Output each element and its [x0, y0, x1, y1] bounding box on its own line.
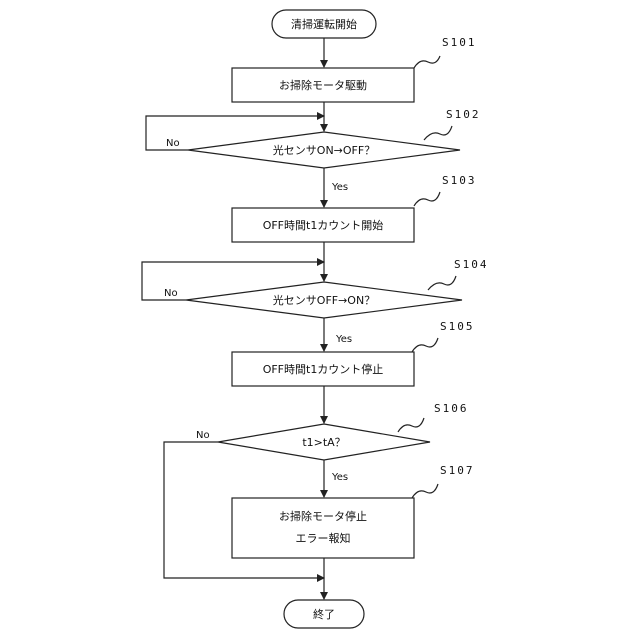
s105-leader	[412, 338, 438, 352]
process-s107	[232, 498, 414, 558]
s101-leader	[414, 56, 440, 68]
s107-leader	[412, 484, 438, 498]
s102-no-label: No	[166, 138, 180, 149]
s105-text: OFF時間t1カウント停止	[263, 362, 384, 376]
s102-leader	[424, 126, 452, 140]
s101-text: お掃除モータ駆動	[279, 78, 367, 92]
s104-leader	[428, 276, 456, 290]
s101-step-id: S101	[442, 36, 477, 49]
s102-yes-label: Yes	[331, 182, 348, 193]
s104-no-label: No	[164, 288, 178, 299]
s103-step-id: S103	[442, 174, 477, 187]
s107-text-line1: お掃除モータ停止	[279, 509, 367, 523]
s106-text: t1>tA？	[302, 436, 345, 449]
s106-leader	[398, 418, 424, 432]
s102-text: 光センサON→OFF？	[273, 143, 375, 157]
s106-step-id: S106	[434, 402, 469, 415]
start-label: 清掃運転開始	[291, 17, 357, 31]
s107-text-line2: エラー報知	[296, 531, 351, 545]
s103-text: OFF時間t1カウント開始	[263, 218, 384, 232]
s104-text: 光センサOFF→ON？	[273, 293, 375, 307]
s106-yes-label: Yes	[331, 472, 348, 483]
s107-step-id: S107	[440, 464, 475, 477]
s106-no-label: No	[196, 430, 210, 441]
s104-yes-label: Yes	[335, 334, 352, 345]
end-label: 終了	[313, 607, 335, 621]
s103-leader	[414, 192, 440, 206]
s104-step-id: S104	[454, 258, 489, 271]
s102-step-id: S102	[446, 108, 481, 121]
s105-step-id: S105	[440, 320, 475, 333]
